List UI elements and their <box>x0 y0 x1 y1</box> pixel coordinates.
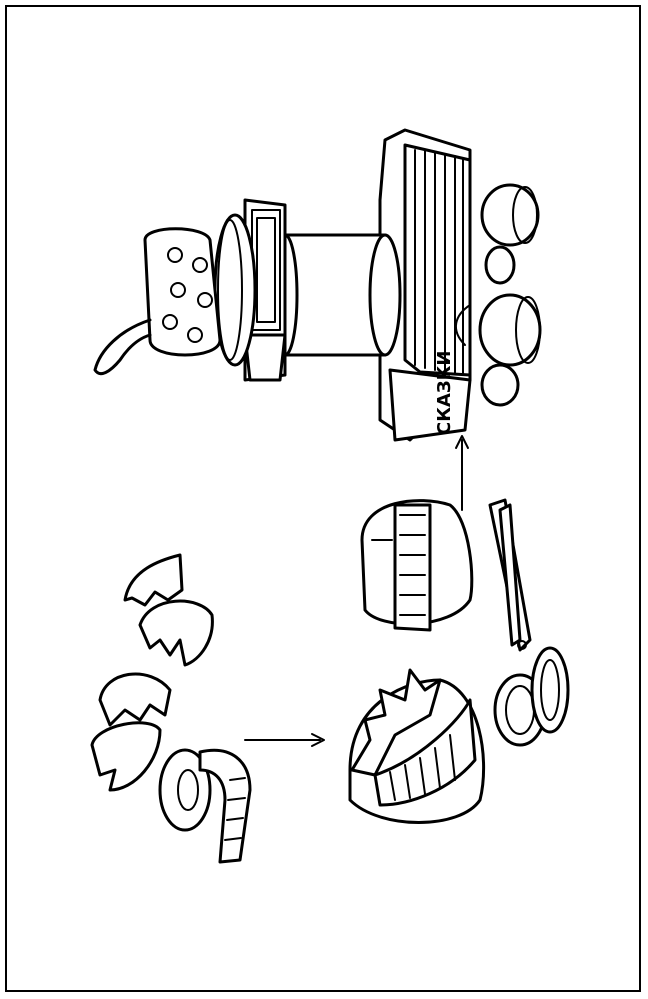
book-spine-text: СКАЗКИ <box>434 351 455 435</box>
assembled-figure: СКАЗКИ <box>93 128 542 511</box>
cylinder-body <box>271 233 402 357</box>
sieve-half <box>360 499 474 632</box>
tape-roll <box>158 748 252 864</box>
arrow-up <box>455 435 469 511</box>
scissors <box>488 498 570 747</box>
disc <box>213 213 257 367</box>
arrow-right <box>244 733 325 747</box>
book-base: СКАЗКИ <box>378 128 472 442</box>
illustration-frame <box>5 5 641 992</box>
small-book <box>243 198 287 382</box>
eggshells-and-tape <box>90 553 325 864</box>
taped-eggshell <box>348 668 486 824</box>
bottle-cap-feet <box>455 183 542 407</box>
polka-dot-cup <box>93 227 222 376</box>
